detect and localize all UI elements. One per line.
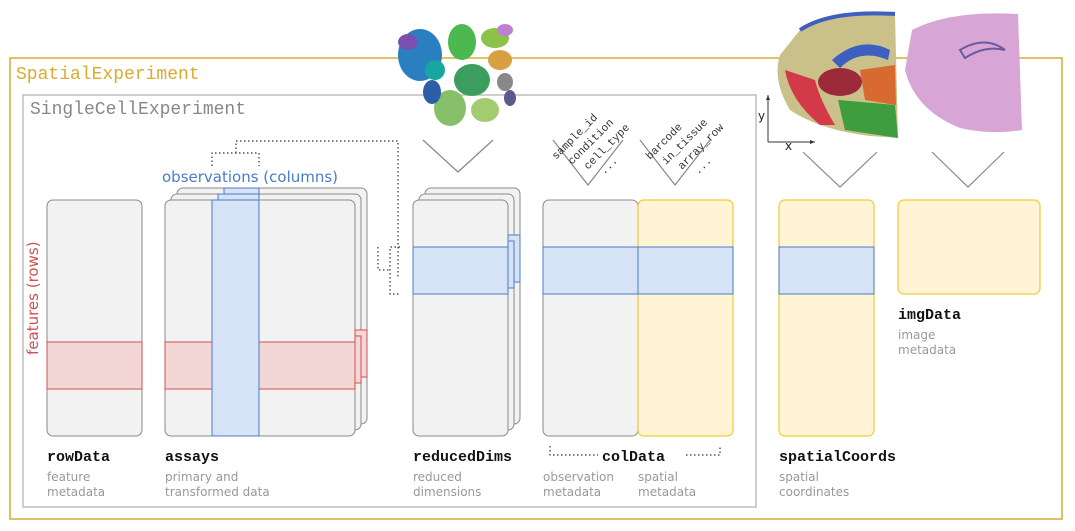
assays-label: assays — [165, 449, 219, 466]
features-rows-label: features (rows) — [24, 241, 42, 355]
imgdata-desc: image — [898, 328, 935, 342]
imgdata-chevron — [931, 151, 1005, 188]
coldata-block — [542, 199, 734, 437]
spatial-metadata-desc: spatial — [638, 470, 678, 484]
reduceddims-block — [412, 187, 521, 437]
rowdata-label: rowData — [47, 449, 110, 466]
spatial-fields: barcode in_tissue array_row ... — [644, 117, 727, 178]
spatial-experiment-box — [9, 57, 1063, 520]
assays-desc: primary and — [165, 470, 238, 484]
assays-desc-2: transformed data — [165, 485, 270, 499]
coldata-bracket-left — [549, 446, 598, 456]
spatial-experiment-title: SpatialExperiment — [16, 65, 200, 85]
reduceddims-bracket — [389, 246, 400, 295]
spatialcoords-label: spatialCoords — [779, 449, 896, 466]
rowdata-desc-2: metadata — [47, 485, 105, 499]
observation-fields: sample_id condition cell_type ... — [550, 112, 633, 178]
single-cell-experiment-title: SingleCellExperiment — [30, 100, 246, 120]
rowdata-block — [46, 199, 143, 437]
spatial-metadata-chevron — [639, 139, 711, 186]
coldata-label: colData — [602, 449, 665, 466]
observation-metadata-desc: observation — [543, 470, 614, 484]
xy-axes-icon: x y — [758, 95, 815, 153]
imgdata-block — [897, 199, 1041, 295]
reduceddims-desc-2: dimensions — [413, 485, 481, 499]
spatialcoords-chevron — [802, 151, 878, 188]
spatialcoords-block — [778, 199, 875, 437]
coldata-bracket-right — [686, 446, 721, 456]
y-axis-label: y — [758, 109, 765, 123]
observation-metadata-chevron — [552, 139, 624, 186]
reduceddims-desc: reduced — [413, 470, 462, 484]
rowdata-desc: feature — [47, 470, 90, 484]
reduceddims-label: reducedDims — [413, 449, 512, 466]
spatial-metadata-desc-2: metadata — [638, 485, 696, 499]
spatialcoords-desc: spatial — [779, 470, 819, 484]
reduced-dims-embedding-image — [398, 24, 516, 126]
spatial-spots-image — [777, 11, 898, 138]
observations-bracket — [211, 152, 260, 166]
assays-to-reduceddims-connector — [235, 140, 399, 278]
imgdata-desc-2: metadata — [898, 343, 956, 357]
single-cell-experiment-box — [22, 94, 757, 508]
observation-metadata-desc-2: metadata — [543, 485, 601, 499]
imgdata-label: imgData — [898, 307, 961, 324]
observations-columns-label: observations (columns) — [162, 168, 338, 186]
tissue-histology-image — [905, 13, 1022, 133]
reduceddims-chevron — [422, 139, 494, 173]
x-axis-label: x — [785, 139, 792, 153]
spatialcoords-desc-2: coordinates — [779, 485, 849, 499]
assays-block — [164, 187, 368, 437]
